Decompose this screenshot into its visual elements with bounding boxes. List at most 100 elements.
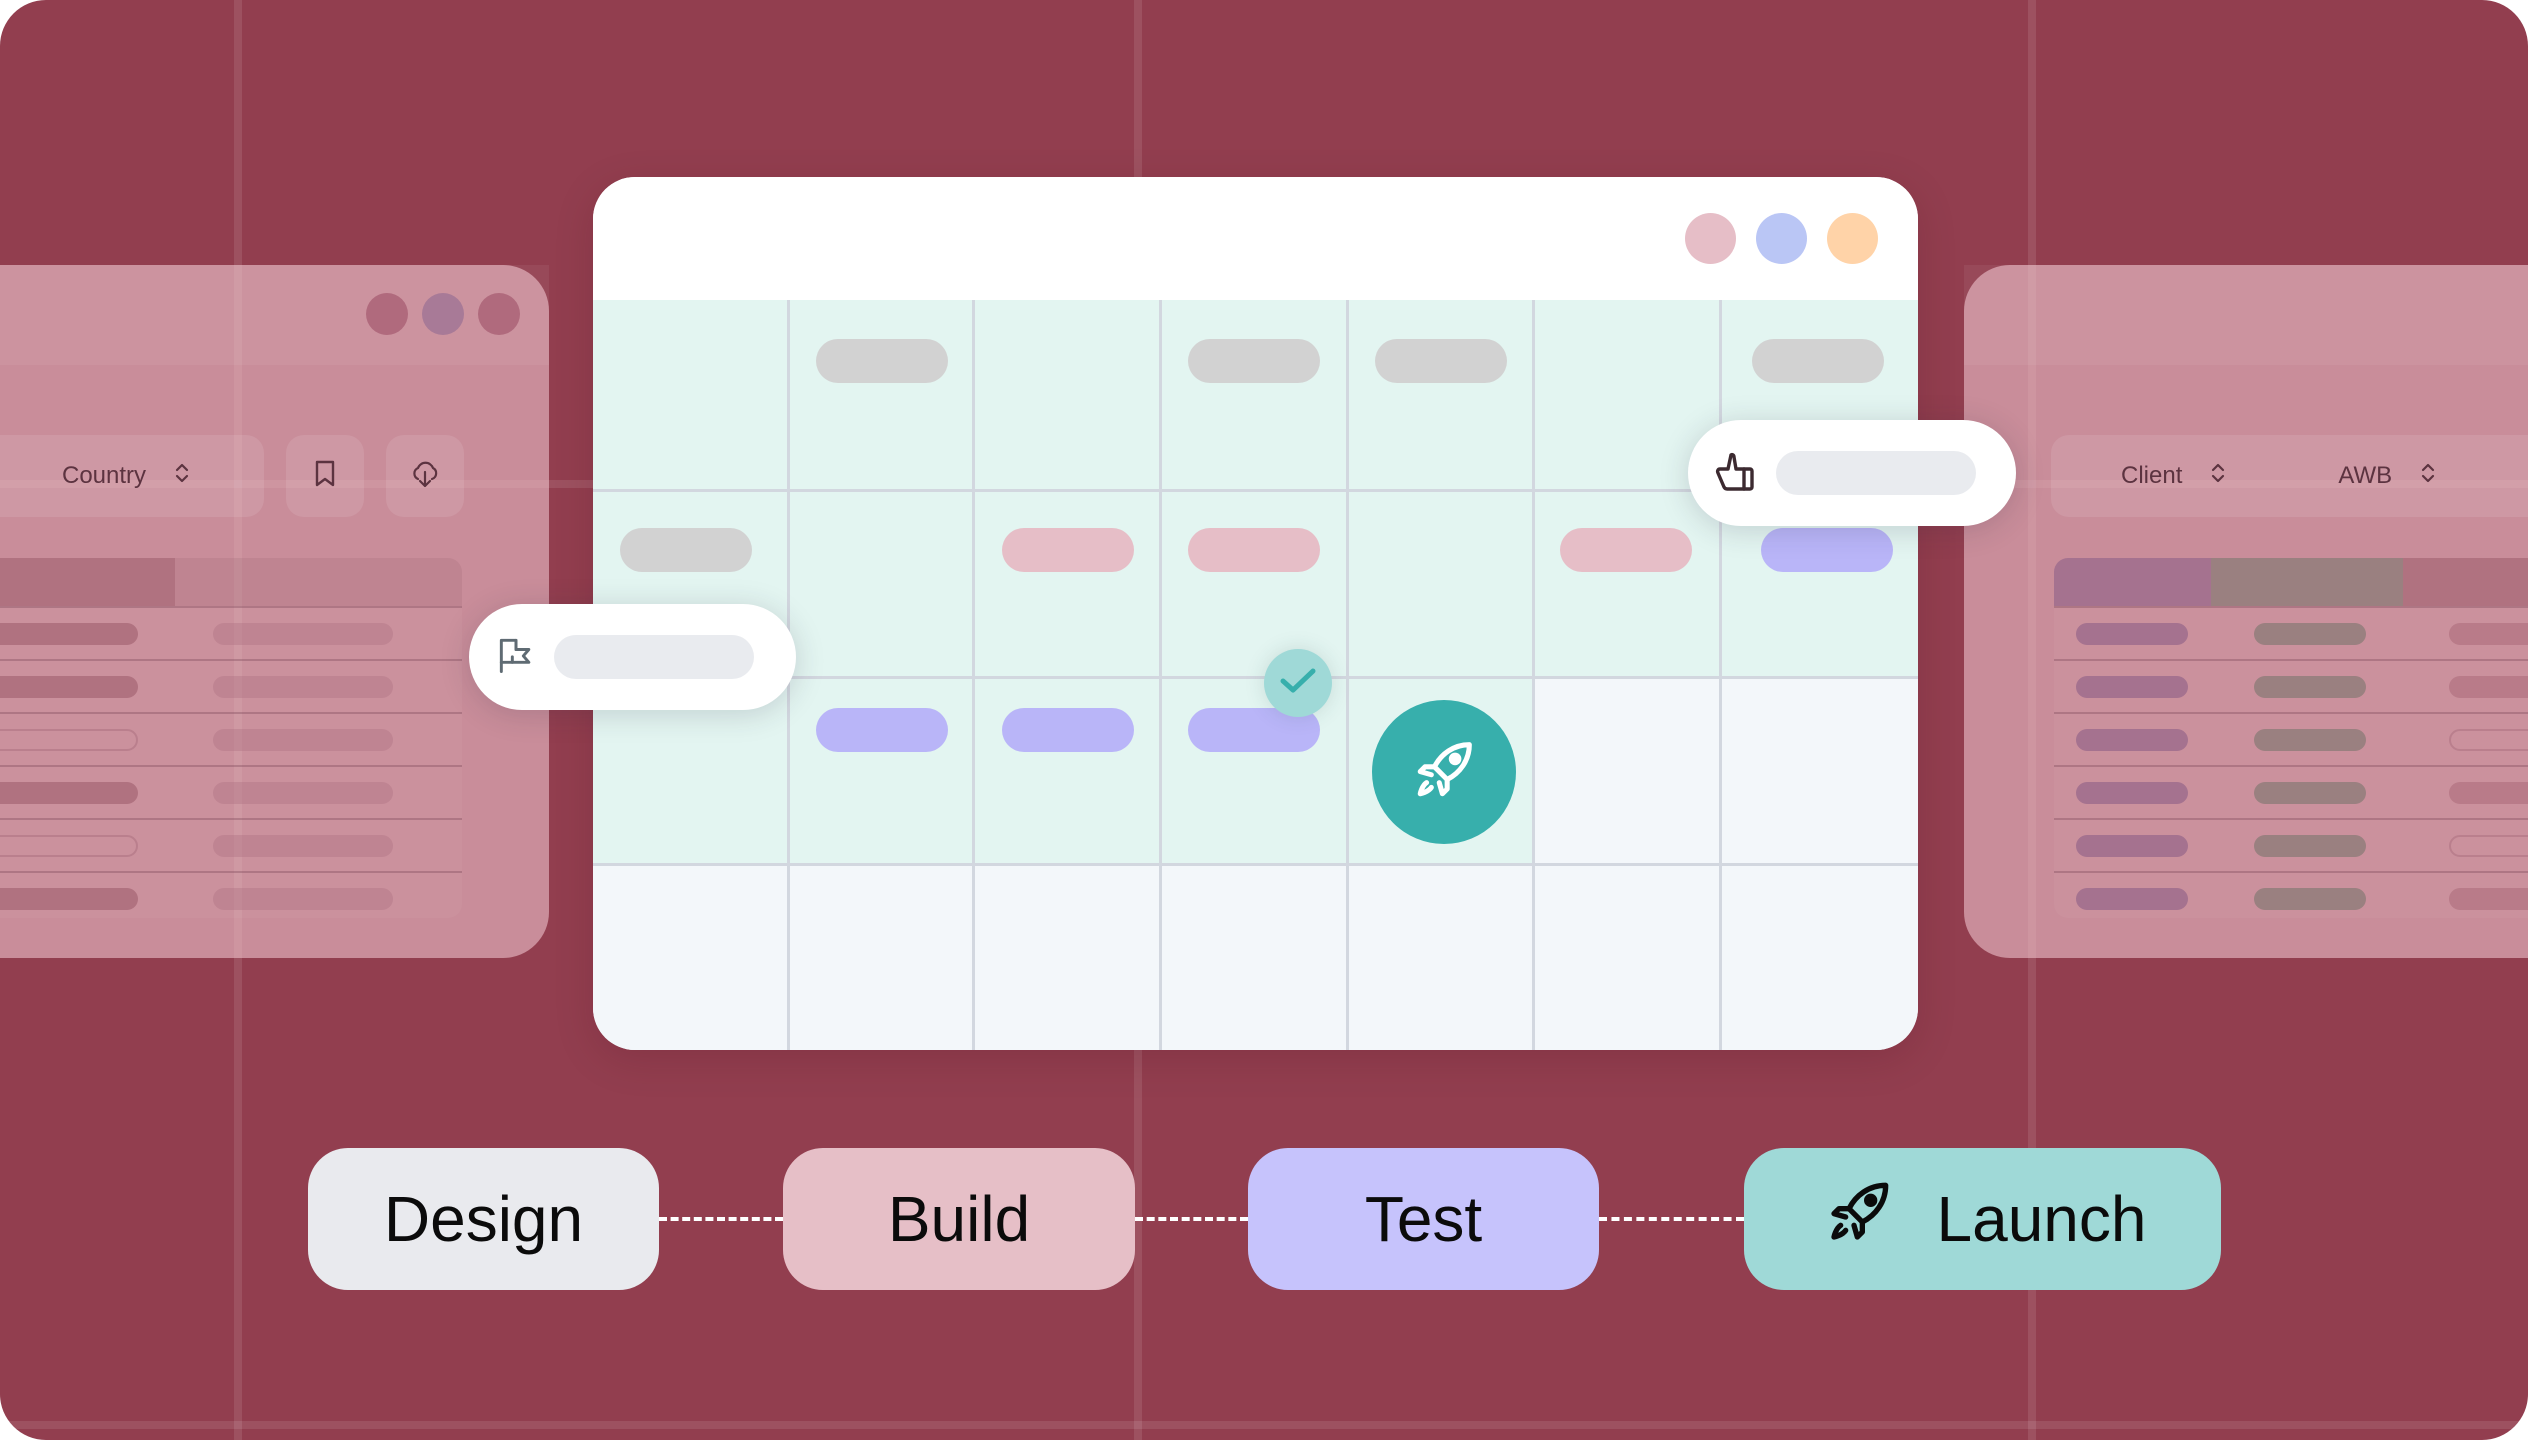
calendar-cell[interactable] (1722, 866, 1918, 1050)
window-dot-blue[interactable] (1756, 213, 1807, 264)
calendar-cell[interactable] (1349, 492, 1535, 679)
stage-connector (1599, 1217, 1744, 1221)
country-filter-label: Country (62, 462, 147, 489)
chevron-up-down-icon (174, 461, 190, 491)
event-chip[interactable] (1002, 528, 1134, 572)
guide-line (0, 1421, 2528, 1429)
approval-popup[interactable] (1688, 420, 2016, 526)
table-row[interactable] (2054, 871, 2528, 918)
window-controls (1685, 213, 1878, 264)
country-filter[interactable]: Country (0, 435, 264, 517)
window-dot[interactable] (478, 293, 520, 335)
calendar-cell[interactable] (1162, 866, 1349, 1050)
table-header-cell (175, 558, 462, 606)
event-chip[interactable] (816, 339, 948, 383)
calendar-cell[interactable] (593, 866, 790, 1050)
event-chip[interactable] (1375, 339, 1507, 383)
event-chip[interactable] (1761, 528, 1893, 572)
table-row[interactable] (2054, 765, 2528, 818)
stage-design[interactable]: Design (308, 1148, 659, 1290)
flag-icon (494, 633, 538, 682)
window-dot-pink[interactable] (1685, 213, 1736, 264)
stage-label: Build (887, 1183, 1031, 1255)
calendar-cell[interactable] (975, 300, 1162, 492)
flag-popup[interactable] (469, 604, 796, 710)
popup-placeholder-bar (1776, 451, 1976, 495)
calendar-cell[interactable] (593, 300, 790, 492)
calendar-grid (593, 300, 1918, 1050)
stage-label: Launch (1936, 1183, 2147, 1255)
table-row[interactable] (0, 659, 462, 712)
check-icon (1278, 666, 1318, 701)
bookmark-icon (314, 460, 336, 493)
bookmark-button[interactable] (286, 435, 364, 517)
calendar-cell[interactable] (1722, 679, 1918, 866)
table-row[interactable] (0, 765, 462, 818)
event-chip[interactable] (1752, 339, 1884, 383)
table-row[interactable] (2054, 712, 2528, 765)
rocket-icon (1819, 1172, 1899, 1267)
stage-test[interactable]: Test (1248, 1148, 1599, 1290)
calendar-cell[interactable] (1162, 300, 1349, 492)
chevron-up-down-icon[interactable] (2210, 461, 2226, 491)
event-chip[interactable] (1560, 528, 1692, 572)
event-chip[interactable] (1002, 708, 1134, 752)
window-dot[interactable] (366, 293, 408, 335)
table-header-cell (2403, 558, 2528, 606)
calendar-cell[interactable] (1535, 679, 1722, 866)
stage-build[interactable]: Build (783, 1148, 1135, 1290)
calendar-cell[interactable] (1349, 866, 1535, 1050)
calendar-cell[interactable] (1535, 866, 1722, 1050)
table-row[interactable] (0, 606, 462, 659)
window-titlebar (1964, 265, 2528, 365)
event-chip[interactable] (620, 528, 752, 572)
stage-connector (1135, 1217, 1248, 1221)
data-table (2054, 558, 2528, 918)
stage-connector (659, 1217, 783, 1221)
window-controls (366, 293, 520, 335)
calendar-cell[interactable] (790, 492, 975, 679)
table-row[interactable] (0, 712, 462, 765)
stage-launch[interactable]: Launch (1744, 1148, 2221, 1290)
client-column-label[interactable]: Client (2121, 462, 2183, 489)
table-row[interactable] (2054, 818, 2528, 871)
table-header (0, 558, 462, 606)
event-chip[interactable] (816, 708, 948, 752)
table-header-cell (0, 558, 175, 606)
calendar-cell[interactable] (1162, 492, 1349, 679)
thumbs-up-icon (1712, 447, 1760, 500)
popup-placeholder-bar (554, 635, 754, 679)
table-header-cell (2054, 558, 2211, 606)
table-header-cell (2211, 558, 2403, 606)
stage-label: Design (383, 1183, 584, 1255)
window-titlebar (593, 177, 1918, 300)
calendar-cell[interactable] (790, 866, 975, 1050)
awb-column-label[interactable]: AWB (2338, 462, 2393, 489)
table-row[interactable] (0, 818, 462, 871)
right-background-window: Client AWB (1964, 265, 2528, 958)
calendar-cell[interactable] (975, 866, 1162, 1050)
calendar-cell[interactable] (1349, 300, 1535, 492)
table-header (2054, 558, 2528, 606)
event-chip[interactable] (1188, 339, 1320, 383)
chevron-up-down-icon[interactable] (2420, 461, 2436, 491)
table-row[interactable] (2054, 606, 2528, 659)
window-dot[interactable] (422, 293, 464, 335)
launch-badge[interactable] (1372, 700, 1516, 844)
event-chip[interactable] (1188, 528, 1320, 572)
calendar-cell[interactable] (790, 300, 975, 492)
calendar-window (593, 177, 1918, 1050)
rocket-icon (1406, 732, 1482, 813)
calendar-cell[interactable] (1535, 492, 1722, 679)
calendar-cell[interactable] (593, 679, 790, 866)
calendar-cell[interactable] (975, 492, 1162, 679)
download-button[interactable] (386, 435, 464, 517)
data-table (0, 558, 462, 918)
stage-label: Test (1364, 1183, 1483, 1255)
cloud-download-icon (410, 459, 440, 494)
window-dot-orange[interactable] (1827, 213, 1878, 264)
table-row[interactable] (2054, 659, 2528, 712)
completed-badge[interactable] (1264, 649, 1332, 717)
table-row[interactable] (0, 871, 462, 918)
